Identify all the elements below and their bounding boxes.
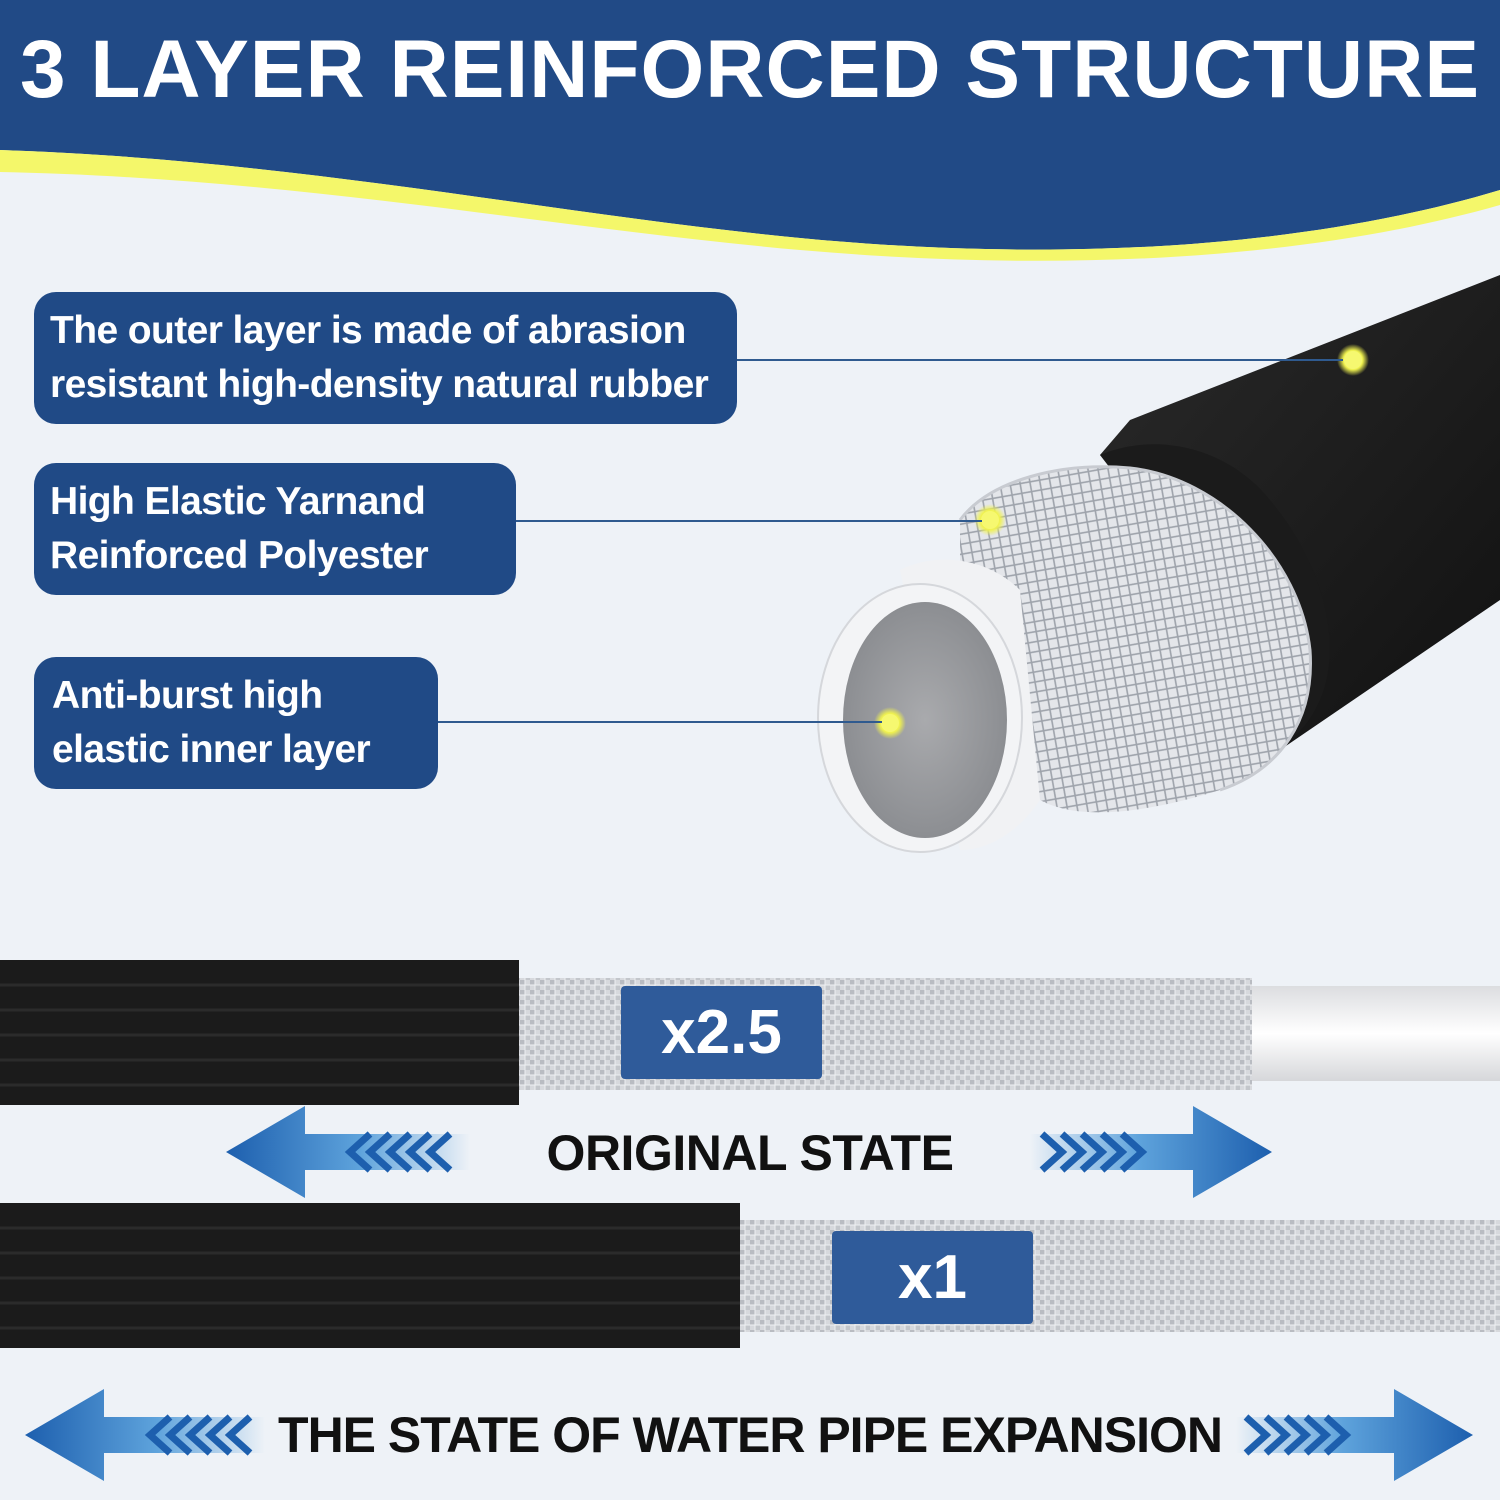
hose-cross-section-illustration (817, 275, 1500, 853)
braided-polyester-layer (958, 465, 1312, 813)
callout-inner-layer: Anti-burst high elastic inner layer (34, 657, 438, 789)
callout-outer-layer: The outer layer is made of abrasion resi… (34, 292, 737, 424)
callout-inner-line2: elastic inner layer (52, 728, 371, 771)
callout-outer-line1: The outer layer is made of abrasion (50, 309, 686, 352)
original-ratio-badge: x1 (832, 1231, 1033, 1324)
original-state-label: ORIGINAL STATE (546, 1125, 954, 1181)
leader-line-middle (516, 520, 982, 522)
callout-middle-line2: Reinforced Polyester (50, 534, 429, 577)
expanded-ratio-badge: x2.5 (621, 986, 822, 1079)
arrow-right-icon (1236, 1389, 1473, 1481)
original-hose (0, 1203, 1500, 1348)
callout-inner-line1: Anti-burst high (52, 674, 323, 717)
expansion-state-label: THE STATE OF WATER PIPE EXPANSION (278, 1407, 1223, 1463)
callout-outer-line2: resistant high-density natural rubber (50, 363, 709, 406)
page-title: 3 LAYER REINFORCED STRUCTURE (19, 24, 1481, 115)
inner-tube-layer (817, 559, 1040, 853)
chevrons-right-icon (1243, 1414, 1352, 1456)
arrow-right-icon (1030, 1106, 1272, 1198)
chevrons-right-icon (1039, 1131, 1148, 1173)
header-banner (0, 0, 1500, 261)
leader-line-inner (438, 721, 882, 723)
chevrons-left-icon (344, 1131, 453, 1173)
callout-middle-line1: High Elastic Yarnand (50, 480, 426, 523)
callout-middle-layer: High Elastic Yarnand Reinforced Polyeste… (34, 463, 516, 595)
leader-line-outer (737, 359, 1343, 361)
chevrons-left-icon (144, 1414, 253, 1456)
